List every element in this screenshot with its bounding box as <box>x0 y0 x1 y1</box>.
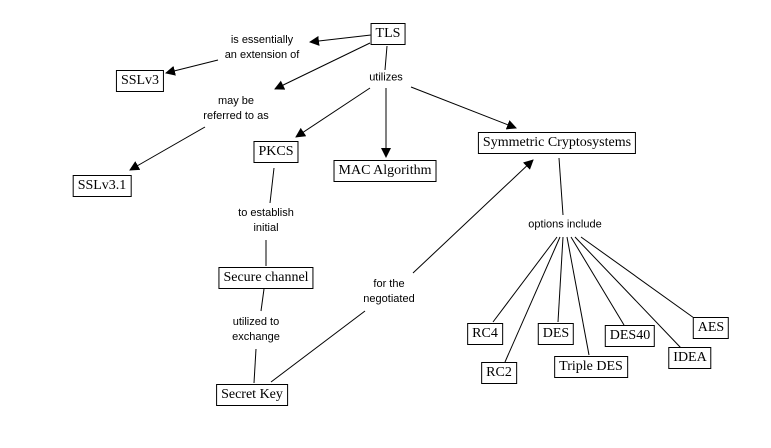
edge-options-des40 <box>570 236 625 326</box>
concept-triple-des[interactable]: Triple DES <box>554 356 628 378</box>
edge-tls-extension <box>309 34 372 46</box>
link-text-line1: for the <box>373 278 405 290</box>
link-options-include: options include <box>528 217 602 233</box>
link-text-line2: exchange <box>232 331 280 343</box>
edge-tls-referred <box>274 42 371 90</box>
edge-pkcs-establish <box>269 167 275 204</box>
link-text-line2: an extension of <box>224 49 300 61</box>
edge-options-rc2 <box>504 236 561 363</box>
edge-utilizes-pkcs <box>295 87 371 138</box>
link-utilizes: utilizes <box>369 70 403 86</box>
concept-des[interactable]: DES <box>537 323 575 345</box>
edge-options-aes <box>580 236 695 319</box>
concept-idea[interactable]: IDEA <box>668 347 712 369</box>
link-text: options include <box>528 218 602 231</box>
edge-symmetric-options <box>558 157 564 216</box>
link-is-essentially-extension-of: is essentially an extension of <box>224 33 300 63</box>
edge-tls-utilizes <box>384 45 388 71</box>
link-text-line1: is essentially <box>230 34 294 46</box>
concept-pkcs[interactable]: PKCS <box>253 141 299 163</box>
link-text-line1: may be <box>217 95 255 107</box>
edge-options-triple-des <box>566 236 590 356</box>
link-to-establish-initial: to establish initial <box>238 206 294 236</box>
link-text: utilizes <box>369 71 403 84</box>
edge-negotiated-symmetric <box>412 159 534 274</box>
link-utilized-to-exchange: utilized to exchange <box>232 315 280 345</box>
concept-sslv3[interactable]: SSLv3 <box>115 70 165 92</box>
concept-secure-channel[interactable]: Secure channel <box>218 267 314 289</box>
edge-utilizes-symmetric <box>410 86 517 130</box>
concept-des40[interactable]: DES40 <box>604 325 656 347</box>
concept-rc2[interactable]: RC2 <box>481 362 517 384</box>
concept-mac-algorithm[interactable]: MAC Algorithm <box>333 160 437 182</box>
edge-extension-sslv3 <box>165 59 219 76</box>
link-may-be-referred-to-as: may be referred to as <box>203 94 269 124</box>
edge-options-idea <box>574 236 682 349</box>
concept-sslv3-1[interactable]: SSLv3.1 <box>72 175 132 197</box>
link-for-the-negotiated: for the negotiated <box>363 277 415 307</box>
link-text-line2: negotiated <box>363 293 415 305</box>
concept-rc4[interactable]: RC4 <box>467 323 503 345</box>
edge-exchange-secretkey <box>253 348 257 384</box>
concept-secret-key[interactable]: Secret Key <box>216 384 288 406</box>
link-text-line2: initial <box>253 222 279 234</box>
concept-symmetric-cryptosystems[interactable]: Symmetric Cryptosystems <box>477 132 637 154</box>
edge-securechannel-exchange <box>260 288 265 312</box>
link-text-line1: to establish <box>238 207 294 219</box>
edge-referred-sslv31 <box>129 126 206 171</box>
link-text-line2: referred to as <box>203 110 269 122</box>
edge-options-des <box>557 236 564 323</box>
link-text-line1: utilized to <box>232 316 280 328</box>
edge-options-rc4 <box>492 236 558 323</box>
concept-tls[interactable]: TLS <box>370 23 406 45</box>
edge-secretkey-negotiated <box>270 310 366 383</box>
concept-aes[interactable]: AES <box>692 317 730 339</box>
